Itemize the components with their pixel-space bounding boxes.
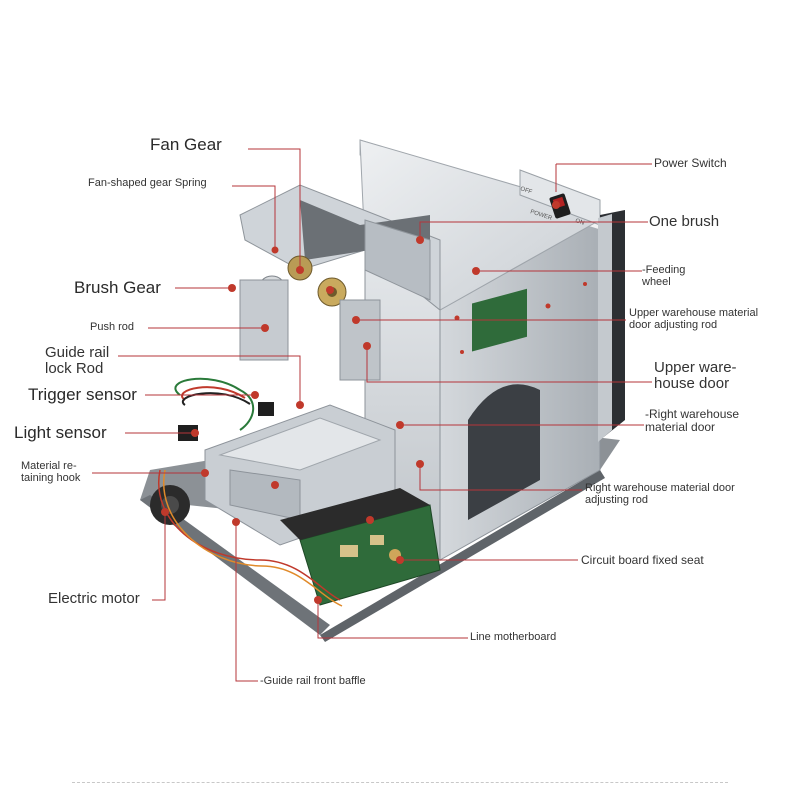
label-right-door-adjusting-rod: Right warehouse material door adjusting … [585, 482, 735, 506]
label-line-motherboard: Line motherboard [470, 631, 557, 643]
leader-dots [161, 201, 560, 604]
push-rod-block [239, 279, 289, 361]
wire-bundle [174, 377, 255, 431]
hopper-divider [364, 219, 431, 301]
trigger-sensor-icon [258, 402, 274, 416]
label-material-retaining-hook: Material re- taining hook [21, 460, 81, 484]
label-upper-warehouse-door: Upper ware- house door [654, 359, 737, 392]
base-plate-right [320, 470, 605, 642]
label-feeding-wheel: -Feeding wheel [642, 264, 686, 288]
label-circuit-board-seat: Circuit board fixed seat [581, 553, 704, 567]
label-power-switch: Power Switch [654, 156, 727, 170]
label-guide-rail-front-baffle: -Guide rail front baffle [260, 675, 366, 687]
circuit-board [299, 504, 441, 606]
label-brush-gear: Brush Gear [74, 278, 161, 297]
screws [454, 282, 587, 354]
label-one-brush: One brush [649, 213, 720, 230]
label-fan-gear-spring: Fan-shaped gear Spring [88, 177, 207, 189]
label-right-warehouse-door: -Right warehouse material door [645, 407, 740, 434]
switch-off-text: OFF [519, 186, 533, 196]
label-fan-gear: Fan Gear [150, 135, 222, 154]
circuit-board-seat [280, 488, 430, 540]
leader-lines [92, 148, 652, 682]
right-side-arch [468, 384, 540, 520]
side-strap-edge [598, 214, 612, 442]
label-trigger-sensor: Trigger sensor [28, 385, 137, 404]
bottom-divider [72, 782, 728, 783]
label-electric-motor: Electric motor [48, 590, 140, 607]
label-guide-rail-lock-rod: Guide rail lock Rod [45, 344, 110, 377]
label-light-sensor: Light sensor [14, 423, 107, 442]
base-plate-front [140, 495, 330, 635]
label-push-rod: Push rod [90, 321, 135, 333]
label-upper-door-adjusting-rod: Upper warehouse material door adjusting … [629, 307, 759, 331]
